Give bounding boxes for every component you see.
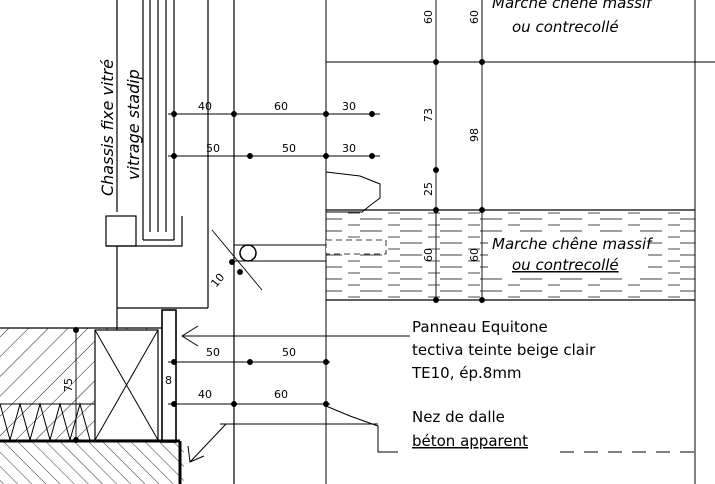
round-tube xyxy=(211,229,326,291)
dim-v-8: 8 xyxy=(165,374,172,387)
slab-block xyxy=(0,327,184,484)
dim-r3-b: 50 xyxy=(282,346,296,359)
dim-v-98: 98 xyxy=(468,128,481,142)
oak-step-middle xyxy=(325,209,695,301)
dimension-values: 40 60 30 50 50 30 50 50 40 60 60 60 73 9… xyxy=(62,10,481,401)
frame-label-line2: vitrage stadip xyxy=(124,69,143,180)
step-mid-label-line1: Marche chêne massif xyxy=(492,235,654,253)
dim-diag-10: 10 xyxy=(208,271,227,290)
panel-label-line2: tectiva teinte beige clair xyxy=(412,341,596,359)
dim-r2-c: 30 xyxy=(342,142,356,155)
dim-r4-b: 60 xyxy=(274,388,288,401)
dim-r2-a: 50 xyxy=(206,142,220,155)
dim-r1-a: 40 xyxy=(198,100,212,113)
slab-label-line2: béton apparent xyxy=(412,432,528,450)
dim-v-73: 73 xyxy=(422,108,435,122)
panel-label-line3: TE10, ép.8mm xyxy=(411,364,522,382)
dim-v-25: 25 xyxy=(422,182,435,196)
leader-lines xyxy=(181,325,695,463)
dimension-lines xyxy=(73,0,485,443)
step-top-label-line1: Marche chêne massif xyxy=(492,0,654,12)
slab-label-line1: Nez de dalle xyxy=(412,408,505,426)
dim-v-top-a: 60 xyxy=(422,10,435,24)
dim-v-mid-b: 60 xyxy=(468,248,481,262)
dim-v-top-b: 60 xyxy=(468,10,481,24)
dim-v-75: 75 xyxy=(62,378,75,392)
frame-label: Chassis fixe vitré vitrage stadip xyxy=(98,59,143,196)
step-mid-label-line2: ou contrecollé xyxy=(512,256,619,274)
panel-label-line1: Panneau Equitone xyxy=(412,318,548,336)
dim-r1-c: 30 xyxy=(342,100,356,113)
dim-r3-a: 50 xyxy=(206,346,220,359)
dim-r1-b: 60 xyxy=(274,100,288,113)
dim-r2-b: 50 xyxy=(282,142,296,155)
dim-r4-a: 40 xyxy=(198,388,212,401)
step-top-label-line2: ou contrecollé xyxy=(512,18,619,36)
frame-label-line1: Chassis fixe vitré xyxy=(98,59,117,196)
step-nose-profile xyxy=(325,171,381,213)
dim-v-mid-a: 60 xyxy=(422,248,435,262)
